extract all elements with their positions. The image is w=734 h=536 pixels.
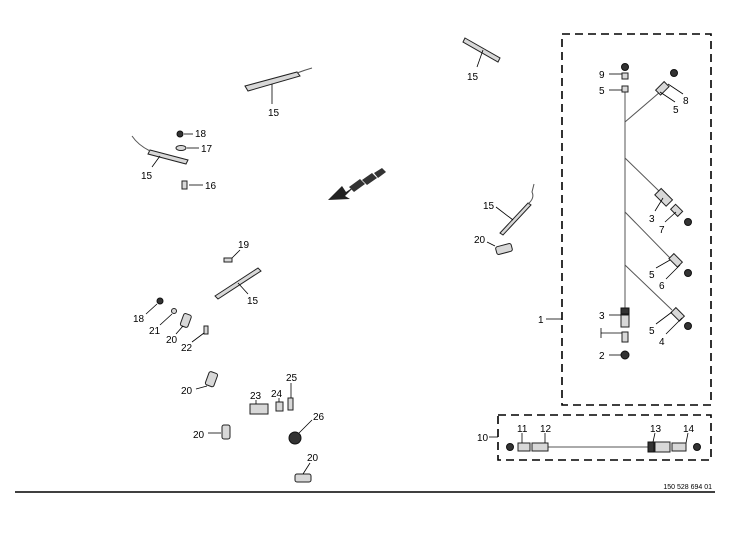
bracket-part [249, 403, 269, 415]
grommet-part [288, 431, 302, 445]
callout-14: 14 [683, 424, 695, 435]
callout-12: 12 [540, 424, 552, 435]
holder-part [221, 424, 231, 440]
extension-cable [506, 441, 701, 453]
clip-part [275, 401, 284, 412]
callout-3: 3 [649, 214, 655, 225]
callout-5: 5 [673, 105, 679, 116]
lamp-part [214, 267, 262, 300]
screw-part [203, 325, 209, 335]
callout-5: 5 [649, 326, 655, 337]
callout-16: 16 [205, 181, 217, 192]
callout-3: 3 [599, 311, 605, 322]
lamp-part [244, 67, 313, 104]
callout-18: 18 [133, 314, 145, 325]
callout-26: 26 [313, 412, 325, 423]
callout-15: 15 [467, 72, 479, 83]
callout-21: 21 [149, 326, 161, 337]
callout-8: 8 [683, 96, 689, 107]
callout-24: 24 [271, 389, 283, 400]
callout-22: 22 [181, 343, 193, 354]
callout-2: 2 [599, 351, 605, 362]
lamp-part [131, 135, 189, 168]
holder-part [179, 313, 192, 328]
callout-15: 15 [247, 296, 259, 307]
callout-18: 18 [195, 129, 207, 140]
callout-17: 17 [201, 144, 213, 155]
callout-4: 4 [659, 337, 665, 348]
callout-13: 13 [650, 424, 662, 435]
callout-10: 10 [477, 433, 489, 444]
callout-19: 19 [238, 240, 250, 251]
callout-15: 15 [141, 171, 153, 182]
callout-20: 20 [166, 335, 178, 346]
holder-part [204, 371, 219, 388]
screw-part [181, 180, 188, 190]
callout-20: 20 [193, 430, 205, 441]
direction-arrow-icon [328, 168, 386, 200]
callout-7: 7 [659, 225, 665, 236]
callout-15: 15 [483, 201, 495, 212]
holder-part [495, 243, 513, 255]
callout-5: 5 [599, 86, 605, 97]
lamp-part [495, 183, 535, 236]
callout-15: 15 [268, 108, 280, 119]
washer-part [171, 308, 177, 314]
extension-cable-group-box [497, 414, 712, 461]
callout-1: 1 [538, 315, 544, 326]
callout-5: 5 [649, 270, 655, 281]
lamp-part [462, 37, 501, 68]
callout-20: 20 [181, 386, 193, 397]
callout-25: 25 [286, 373, 298, 384]
callout-20: 20 [307, 453, 319, 464]
wiring-harness [600, 63, 692, 360]
washer-part [175, 145, 187, 151]
drawing-number: 150 528 694 01 [663, 484, 712, 491]
holder-part [294, 473, 312, 483]
callout-9: 9 [599, 70, 605, 81]
nut-part [176, 130, 184, 138]
pin-part [223, 257, 233, 263]
callout-11: 11 [517, 424, 528, 435]
callout-6: 6 [659, 281, 665, 292]
callout-23: 23 [250, 391, 262, 402]
bolt-part [287, 397, 294, 411]
nut-part [156, 297, 164, 305]
callout-20: 20 [474, 235, 486, 246]
